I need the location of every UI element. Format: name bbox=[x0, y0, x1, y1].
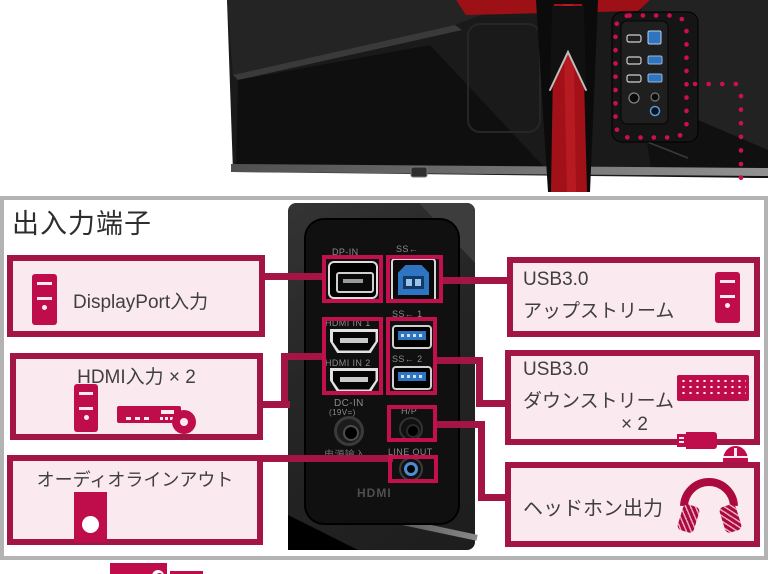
dc-in-label: DC-IN bbox=[334, 398, 364, 409]
connector-audio bbox=[258, 455, 393, 462]
monitor-stand bbox=[456, 0, 650, 192]
stereo-deck-icon bbox=[110, 563, 167, 574]
usb-upstream-line2: アップストリーム bbox=[523, 301, 675, 322]
mini-usb-a2-port bbox=[647, 73, 663, 83]
headphone-jack bbox=[399, 417, 423, 441]
hdmi2-label: HDMI IN 2 bbox=[325, 358, 371, 368]
usb-a-port-1 bbox=[392, 325, 432, 349]
usb-upstream-line1: USB3.0 bbox=[523, 269, 589, 290]
connector-headphone-a bbox=[435, 421, 483, 428]
connector-headphone-b bbox=[478, 421, 485, 501]
highlight-usb-downstream bbox=[386, 317, 437, 395]
dp-in-label: DP-IN bbox=[332, 247, 359, 257]
rear-port-recess bbox=[611, 11, 699, 143]
mini-dp-port bbox=[626, 34, 642, 43]
speaker-left-icon bbox=[74, 492, 107, 542]
usb-stick-icon bbox=[677, 432, 717, 450]
hdmi-port-1 bbox=[330, 329, 378, 353]
displayport-port bbox=[328, 261, 378, 299]
connector-hdmi-c bbox=[281, 353, 326, 360]
pc-tower-icon bbox=[74, 384, 98, 432]
mini-usb-a1-port bbox=[647, 55, 663, 65]
highlight-displayport bbox=[322, 255, 383, 303]
usb-b-label: SS← bbox=[396, 244, 419, 254]
mini-hp-jack bbox=[650, 92, 660, 102]
hdmi-port-2 bbox=[330, 368, 378, 392]
callout-displayport-label: DisplayPort入力 bbox=[73, 292, 209, 313]
callout-hdmi: HDMI入力 × 2 bbox=[10, 353, 263, 440]
hdmi1-label: HDMI IN 1 bbox=[325, 318, 371, 328]
magnify-dotted-trace bbox=[613, 13, 746, 191]
dc-voltage-label: (19V=) bbox=[329, 408, 356, 417]
dc-in-jack bbox=[334, 416, 364, 446]
media-player-icon bbox=[117, 406, 181, 423]
connector-headphone-c bbox=[478, 494, 508, 501]
callout-headphone: ヘッドホン出力 bbox=[505, 462, 760, 547]
callout-audio-label: オーディオラインアウト bbox=[36, 470, 234, 490]
highlight-headphone bbox=[387, 405, 437, 442]
callout-usb-downstream: USB3.0 ダウンストリーム × 2 bbox=[505, 350, 760, 477]
cable-notch bbox=[410, 166, 428, 178]
disc-icon bbox=[172, 410, 196, 434]
mini-dc-jack bbox=[628, 92, 640, 104]
pc-tower-icon bbox=[32, 274, 57, 325]
monitor-rear-photo bbox=[227, 0, 768, 192]
highlight-line-out bbox=[388, 455, 438, 483]
highlight-hdmi bbox=[322, 317, 383, 395]
line-out-label: LINE OUT bbox=[388, 447, 433, 457]
usb-a-port-2 bbox=[392, 366, 432, 390]
usb-downstream-line3: × 2 bbox=[621, 414, 648, 435]
callout-displayport: DisplayPort入力 bbox=[7, 255, 265, 337]
usb-downstream-line1: USB3.0 bbox=[523, 359, 589, 380]
speaker-right-icon bbox=[170, 571, 203, 574]
connector-usb-downstream-b bbox=[476, 357, 483, 407]
headphone-icon bbox=[676, 476, 743, 534]
highlight-usb-upstream bbox=[386, 255, 443, 303]
page-title: 出入力端子 bbox=[12, 209, 152, 239]
connector-hdmi-b bbox=[281, 353, 288, 408]
usb-a2-label: SS← 2 bbox=[392, 354, 423, 364]
usb-b-port bbox=[391, 258, 436, 302]
mini-hdmi2-port bbox=[626, 74, 642, 83]
callout-audio-line-out: オーディオラインアウト bbox=[7, 455, 263, 574]
callout-hdmi-label: HDMI入力 × 2 bbox=[77, 367, 196, 388]
connector-hdmi-a bbox=[258, 401, 290, 408]
callout-usb-upstream: USB3.0 アップストリーム bbox=[507, 257, 760, 337]
pc-tower-icon bbox=[715, 272, 740, 323]
connector-displayport bbox=[263, 273, 325, 280]
usb-a1-label: SS← 1 bbox=[392, 309, 423, 319]
hp-label: H/P bbox=[401, 406, 418, 416]
mini-hdmi1-port bbox=[626, 56, 642, 65]
connector-usb-upstream bbox=[440, 277, 510, 284]
keyboard-icon bbox=[677, 375, 749, 401]
callout-headphone-label: ヘッドホン出力 bbox=[523, 498, 663, 520]
mini-usb-b-port bbox=[647, 30, 662, 45]
mini-lineout-jack bbox=[649, 105, 661, 117]
connector-usb-downstream-c bbox=[476, 400, 508, 407]
hdmi-logo: HDMI bbox=[357, 486, 392, 500]
connector-usb-downstream-a bbox=[435, 357, 483, 364]
usb-downstream-line2: ダウンストリーム bbox=[523, 391, 675, 412]
